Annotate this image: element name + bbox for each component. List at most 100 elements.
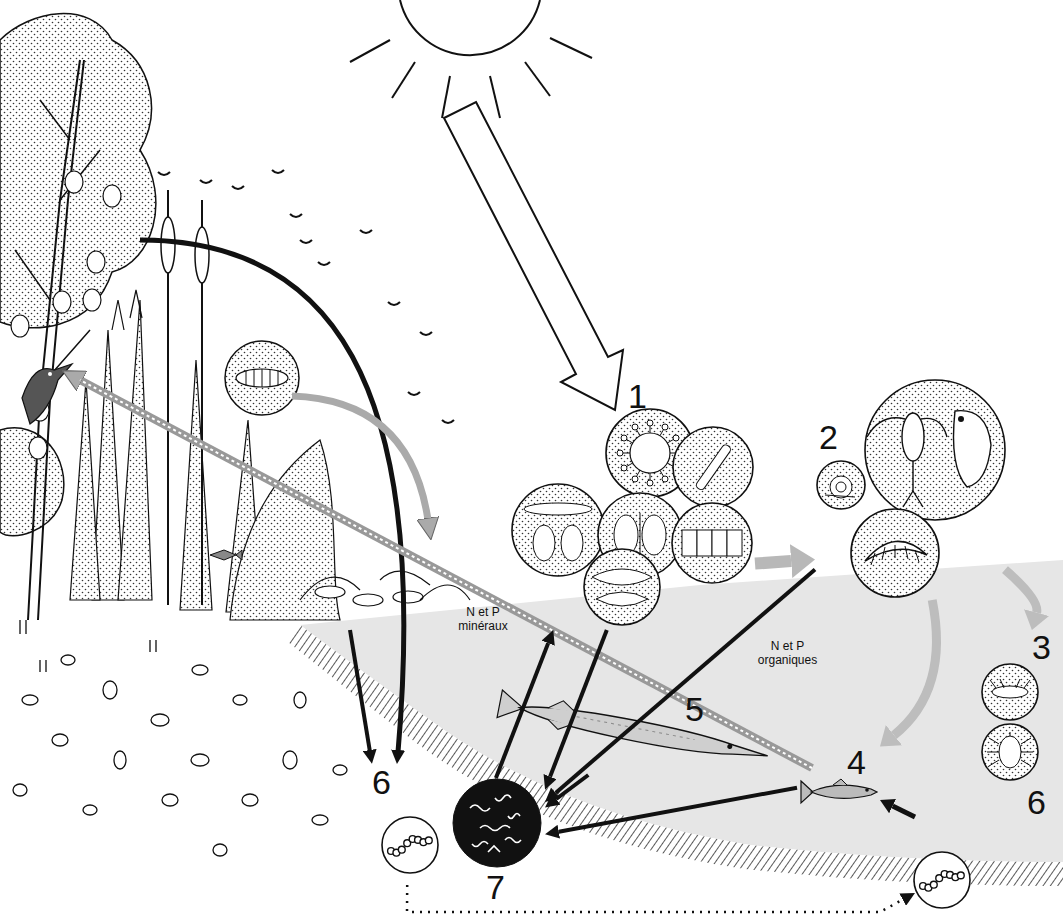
illustration-part: [488, 846, 500, 852]
illustration-part: [87, 251, 105, 273]
illustration-part: [617, 450, 623, 456]
illustration-part: [236, 369, 288, 387]
illustration-part: [577, 717, 695, 740]
organism-group: 3: [960, 630, 1063, 780]
illustration-part: [914, 852, 970, 908]
illustration-part: [83, 805, 97, 815]
illustration-part: [660, 470, 664, 476]
illustration-part: [400, 0, 540, 55]
callout-number: 6: [372, 765, 391, 799]
illustration-part: [627, 463, 633, 467]
flow-arrow: [556, 569, 815, 793]
callout-number: 6: [1027, 785, 1046, 819]
illustration-part: [592, 569, 652, 585]
illustration-part: [682, 530, 697, 556]
illustration-part: [508, 814, 520, 819]
illustration-part: [584, 549, 660, 625]
callout-number: 1: [628, 379, 647, 413]
reeds: [70, 190, 340, 620]
illustration-part: [982, 664, 1038, 720]
illustration-part: [315, 586, 345, 598]
illustration-part: [382, 817, 438, 873]
sun: [350, 0, 592, 118]
illustration-part: [992, 686, 1028, 698]
illustration-part: [470, 805, 490, 811]
flow-arrow: [1005, 570, 1037, 613]
illustration-part: [192, 665, 208, 675]
illustration-part: [902, 413, 924, 461]
illustration-part: [191, 754, 209, 766]
illustration-part: [22, 695, 38, 705]
illustration-part: [490, 76, 500, 118]
illustration-part: [20, 620, 156, 672]
illustration-part: [180, 360, 212, 610]
illustration-part: [867, 418, 947, 507]
illustration-part: [200, 180, 212, 183]
illustration-part: [294, 692, 306, 708]
illustration-part: [650, 473, 651, 480]
illustration-part: [393, 591, 423, 603]
illustration-part: [957, 872, 964, 879]
illustration-part: [80, 380, 812, 768]
illustration-part: [495, 795, 511, 801]
illustration-part: [53, 291, 71, 313]
illustration-part: [151, 714, 169, 726]
illustration-part: [544, 698, 577, 732]
larva-circle: [225, 341, 299, 415]
illustration-part: [865, 788, 869, 792]
illustration-part: [472, 842, 488, 847]
illustration-part: [442, 76, 450, 118]
illustration-part: [333, 765, 347, 775]
illustration-part: [825, 495, 855, 497]
illustration-part: [13, 784, 27, 796]
illustration-part: [242, 794, 258, 806]
illustration-part: [833, 779, 847, 785]
illustration-part: [497, 690, 526, 722]
illustration-part: [851, 509, 939, 597]
organism-group: 6: [915, 785, 1063, 920]
illustration-part: [0, 14, 156, 328]
illustration-part: [80, 380, 812, 768]
illustration-part: [630, 433, 670, 473]
illustration-part: [350, 630, 370, 752]
illustration-part: [672, 503, 752, 583]
organism-illustration: [815, 375, 1005, 600]
illustration-part: [22, 364, 72, 424]
illustration-part: [512, 484, 604, 576]
illustration-part: [660, 430, 664, 436]
illustration-part: [632, 424, 638, 430]
illustration-part: [29, 437, 47, 459]
illustration-part: [232, 186, 244, 189]
illustration-part: [817, 461, 865, 509]
illustration-part: [958, 416, 964, 422]
illustration-part: [425, 837, 432, 844]
illustration-part: [673, 435, 679, 441]
illustration-part: [442, 420, 454, 423]
illustration-part: [662, 476, 668, 482]
illustration-part: [697, 530, 712, 556]
illustration-part: [642, 515, 666, 555]
illustration-part: [990, 679, 1030, 688]
illustration-part: [637, 430, 641, 436]
illustration-part: [999, 736, 1021, 768]
illustration-part: [246, 369, 278, 387]
illustration-part: [225, 341, 299, 415]
illustration-part: [65, 171, 83, 193]
illustration-part: [650, 426, 651, 433]
illustration-part: [533, 525, 555, 561]
illustration-part: [161, 217, 175, 273]
illustration-part: [408, 392, 420, 395]
flow-arrow: [894, 600, 936, 735]
illustration-part: [982, 724, 1038, 780]
illustration-part: [632, 476, 638, 482]
illustration-part: [290, 214, 302, 217]
illustration-part: [48, 372, 52, 376]
kingfisher: [22, 364, 72, 424]
illustration-part: [727, 744, 733, 750]
illustration-part: [627, 440, 633, 444]
illustration-part: [318, 262, 330, 265]
illustration-part: [300, 240, 312, 243]
flow-arrow: [893, 806, 915, 817]
flow-arrow: [559, 788, 797, 832]
illustration-part: [70, 380, 100, 600]
